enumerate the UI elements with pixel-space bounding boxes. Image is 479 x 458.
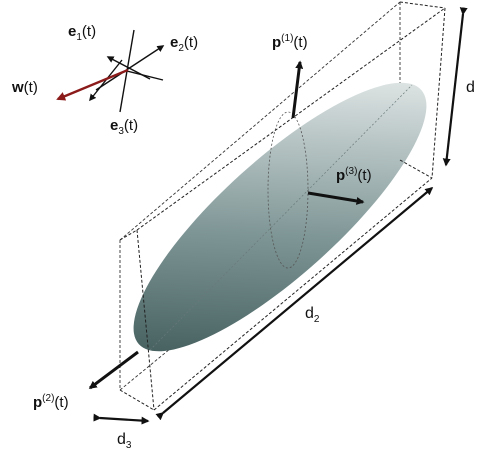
- principal-axis-arrows: [88, 60, 365, 390]
- p1-arrow: [291, 60, 304, 119]
- label-e3: e3(t): [110, 117, 139, 137]
- label-e1: e1(t): [68, 23, 97, 43]
- label-d2: d2: [305, 305, 320, 326]
- ellipsoid: [133, 82, 427, 352]
- w-arrow: [56, 68, 129, 101]
- label-d3: d3: [117, 431, 132, 452]
- label-p1: p(1)(t): [272, 33, 308, 51]
- e-axis-back: [126, 70, 164, 81]
- p2-arrow: [88, 350, 139, 390]
- dimension-arrows: [93, 7, 468, 425]
- d3-arrow: [93, 413, 150, 425]
- label-p3: p(3)(t): [336, 166, 372, 184]
- label-d: d: [466, 79, 475, 96]
- label-e2: e2(t): [170, 34, 199, 54]
- e2-arrow: [95, 45, 165, 91]
- label-p2: p(2)(t): [33, 393, 69, 411]
- d1-arrow: [442, 7, 468, 167]
- frame-vectors: [56, 29, 165, 113]
- p3-arrow: [307, 191, 365, 205]
- label-w: w(t): [12, 79, 38, 96]
- d2-arrow: [155, 187, 434, 421]
